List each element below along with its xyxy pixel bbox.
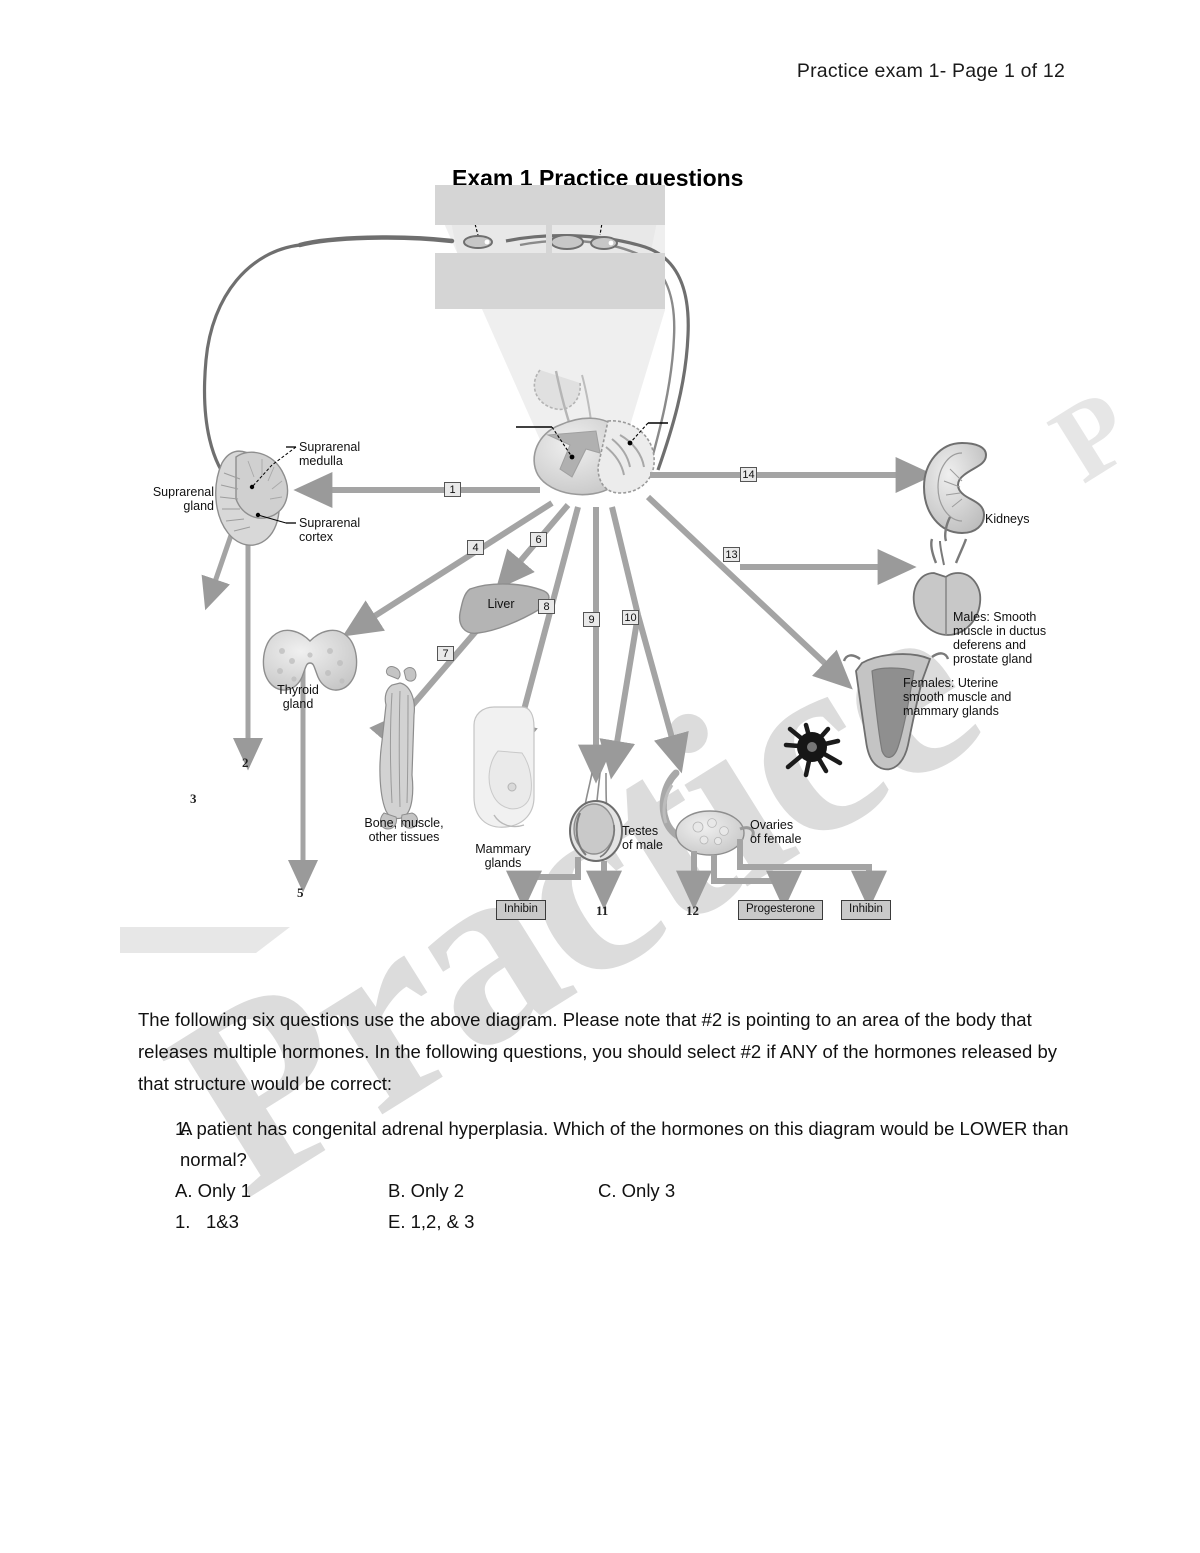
hormone-box-progesterone: Progesterone: [738, 900, 824, 920]
redaction-block-top: [435, 185, 665, 225]
redaction-block-divider: [546, 223, 552, 255]
hormone-box-inhibin-right: Inhibin: [841, 900, 891, 920]
diagram-label-7: 7: [437, 646, 454, 661]
label-mammary-glands: Mammary glands: [475, 842, 531, 870]
diagram-label-9: 9: [583, 612, 600, 627]
endocrine-diagram: 1 14 4 6 13 8 9 10 7 3 2 5 11 12 Inhibin…: [0, 185, 1200, 965]
question-list: 1. A patient has congenital adrenal hype…: [138, 1113, 1090, 1237]
hormone-box-inhibin-left: Inhibin: [496, 900, 546, 920]
diagram-label-1: 1: [444, 482, 461, 497]
question-number: 1.: [175, 1118, 191, 1139]
answer-options-row-2: 1. 1&3 E. 1,2, & 3: [138, 1206, 1090, 1237]
label-females-target: Females: Uterine smooth muscle and mamma…: [903, 676, 1012, 718]
question-text: A patient has congenital adrenal hyperpl…: [180, 1118, 1069, 1170]
label-bone-muscle: Bone, muscle, other tissues: [364, 816, 444, 844]
label-thyroid-gland: Thyroid gland: [277, 683, 319, 711]
label-testes: Testes of male: [622, 824, 663, 852]
option-a[interactable]: A. Only 1: [175, 1180, 252, 1201]
diagram-label-6: 6: [530, 532, 547, 547]
option-d-number: 1.: [175, 1211, 191, 1232]
option-b[interactable]: B. Only 2: [388, 1180, 465, 1201]
question-item: 1. A patient has congenital adrenal hype…: [138, 1113, 1090, 1175]
diagram-artwork: [120, 203, 988, 953]
option-d-label: 1&3: [206, 1211, 239, 1232]
option-e[interactable]: E. 1,2, & 3: [388, 1211, 475, 1232]
option-d[interactable]: 1. 1&3: [138, 1206, 388, 1237]
page-header: Practice exam 1- Page 1 of 12: [796, 60, 1065, 82]
label-males-target: Males: Smooth muscle in ductus deferens …: [953, 610, 1047, 666]
label-ovaries: Ovaries of female: [750, 818, 802, 846]
diagram-number-11: 11: [596, 903, 609, 918]
label-suprarenal-cortex: Suprarenal cortex: [299, 516, 361, 544]
label-suprarenal-gland: Suprarenal gland: [152, 485, 214, 513]
option-c[interactable]: C. Only 3: [598, 1180, 676, 1201]
label-suprarenal-medulla: Suprarenal medulla: [299, 440, 361, 468]
diagram-number-2: 2: [242, 755, 249, 770]
diagram-label-10: 10: [622, 610, 639, 625]
label-liver: Liver: [487, 597, 515, 611]
diagram-label-4: 4: [467, 540, 484, 555]
diagram-number-5: 5: [297, 885, 304, 900]
diagram-number-3: 3: [190, 791, 197, 806]
diagram-label-13: 13: [723, 547, 740, 562]
intro-paragraph: The following six questions use the abov…: [138, 1009, 1058, 1094]
answer-options-row-1: A. Only 1 B. Only 2 C. Only 3: [138, 1175, 1090, 1206]
diagram-label-8: 8: [538, 599, 555, 614]
diagram-label-14: 14: [740, 467, 757, 482]
redaction-block-middle: [435, 253, 665, 309]
diagram-number-12: 12: [686, 903, 699, 918]
label-kidneys: Kidneys: [985, 512, 1030, 526]
